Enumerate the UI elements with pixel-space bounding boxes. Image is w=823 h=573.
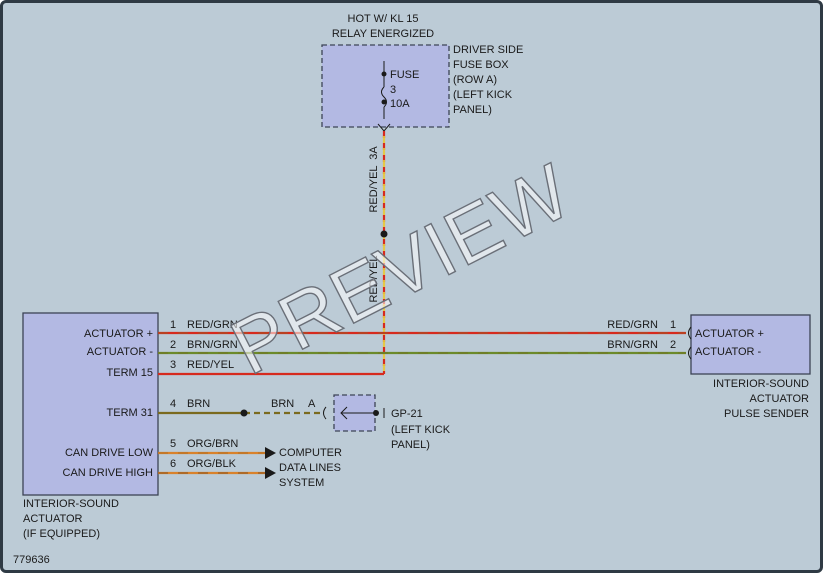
arrow-right-icon: [265, 447, 276, 459]
computer-label-1: COMPUTER: [279, 447, 342, 459]
splice-icon: [240, 409, 248, 417]
right-wire-label-2: BRN/GRN: [607, 339, 658, 351]
computer-label-2: DATA LINES: [279, 462, 341, 474]
left-pin-name-3: TERM 15: [107, 367, 153, 379]
left-pin-name-4: TERM 31: [107, 407, 153, 419]
left-wire-label-5: ORG/BRN: [187, 438, 238, 450]
left-module-caption-1: INTERIOR-SOUND: [23, 498, 119, 510]
right-module-caption-2: ACTUATOR: [750, 393, 810, 405]
fuse-box-desc-2: FUSE BOX: [453, 59, 509, 71]
fuse-box-header-2: RELAY ENERGIZED: [332, 28, 434, 40]
interior-sound-actuator-module: [22, 312, 159, 496]
left-module-caption-2: ACTUATOR: [23, 513, 83, 525]
left-pin-name-2: ACTUATOR -: [87, 346, 154, 358]
fuse-box: [321, 44, 450, 128]
right-pin-name-2: ACTUATOR -: [695, 346, 762, 358]
diagram-canvas: HOT W/ KL 15 RELAY ENERGIZED FUSE 3 10A …: [13, 13, 811, 566]
ground-label-2: (LEFT KICK: [391, 424, 451, 436]
left-pin-number-2: 2: [170, 339, 176, 351]
left-pin-name-1: ACTUATOR +: [84, 328, 153, 340]
left-pin-number-1: 1: [170, 319, 176, 331]
left-wire-label-6: ORG/BLK: [187, 458, 237, 470]
ground-label-3: PANEL): [391, 439, 430, 451]
connector-icon: [688, 346, 692, 360]
left-pin-number-6: 6: [170, 458, 176, 470]
fuse-terminal-label: 3A: [368, 146, 380, 160]
fuse-box-desc-4: (LEFT KICK: [453, 89, 513, 101]
ground-wire-label: BRN: [271, 398, 294, 410]
ground-label-1: GP-21: [391, 408, 423, 420]
left-pin-name-5: CAN DRIVE LOW: [65, 447, 154, 459]
fuse-box-header-1: HOT W/ KL 15: [348, 13, 419, 25]
preview-watermark: PREVIEW: [217, 146, 584, 391]
arrow-right-icon: [265, 467, 276, 479]
right-pin-name-1: ACTUATOR +: [695, 328, 764, 340]
left-wire-label-4: BRN: [187, 398, 210, 410]
pulse-sender-module: [690, 314, 811, 375]
left-wire-label-1: RED/GRN: [187, 319, 238, 331]
wire-label-lower: RED/YEL: [368, 255, 380, 302]
right-module-caption-1: INTERIOR-SOUND: [713, 378, 809, 390]
right-pin-number-2: 2: [670, 339, 676, 351]
connector-icon: [323, 406, 327, 420]
ground-icon: [340, 406, 385, 420]
fuse-rating: 10A: [390, 98, 410, 110]
right-pin-number-1: 1: [670, 319, 676, 331]
fuse-box-desc-5: PANEL): [453, 104, 492, 116]
wire-label-upper: RED/YEL: [368, 165, 380, 212]
ground-terminal-label: A: [308, 398, 316, 410]
left-wire-label-2: BRN/GRN: [187, 339, 238, 351]
fuse-box-desc-3: (ROW A): [453, 74, 497, 86]
right-wire-label-1: RED/GRN: [607, 319, 658, 331]
fuse-number: 3: [390, 84, 396, 96]
left-pin-number-3: 3: [170, 359, 176, 371]
right-module-caption-3: PULSE SENDER: [724, 408, 809, 420]
connector-icon: [688, 326, 692, 340]
fuse-label: FUSE: [390, 69, 419, 81]
left-pin-number-5: 5: [170, 438, 176, 450]
left-pin-number-4: 4: [170, 398, 176, 410]
splice-icon: [380, 230, 388, 238]
fuse-icon: [381, 61, 387, 119]
left-pin-name-6: CAN DRIVE HIGH: [63, 467, 154, 479]
figure-number: 779636: [13, 554, 50, 566]
left-module-caption-3: (IF EQUIPPED): [23, 528, 100, 540]
computer-label-3: SYSTEM: [279, 477, 324, 489]
fuse-box-desc-1: DRIVER SIDE: [453, 44, 523, 56]
left-wire-label-3: RED/YEL: [187, 359, 234, 371]
